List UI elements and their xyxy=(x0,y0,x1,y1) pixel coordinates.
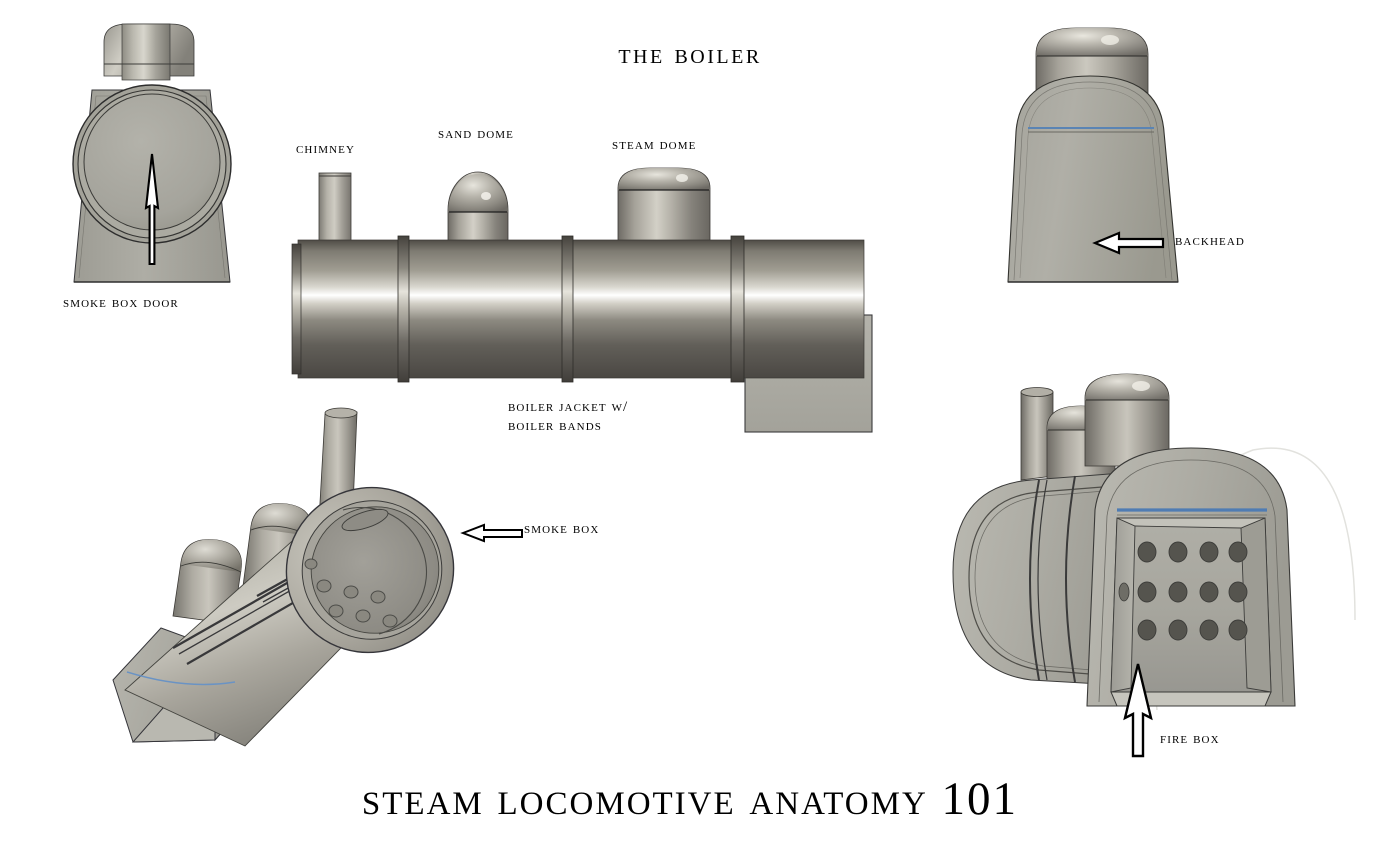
chimney-shape xyxy=(318,172,352,249)
label-boiler-jacket-line1: Boiler Jacket W/ xyxy=(508,399,629,415)
label-chimney: Chimney xyxy=(296,141,356,157)
view-iso-front xyxy=(95,390,515,780)
label-boiler-jacket: Boiler Jacket W/ Boiler Bands xyxy=(508,398,628,436)
fire-box-arrow-icon xyxy=(1120,662,1156,758)
smoke-box-door-arrow-icon xyxy=(144,153,160,266)
steam-dome-shape xyxy=(1084,373,1170,467)
page-subtitle: Steam Locomotive Anatomy 101 xyxy=(361,773,1019,825)
boiler-tubes-shape xyxy=(1118,541,1248,641)
sand-dome-shape xyxy=(447,171,509,249)
label-steam-dome: Steam Dome xyxy=(612,137,697,153)
label-boiler-jacket-line2: Boiler Bands xyxy=(508,418,602,435)
view-side-elevation xyxy=(290,160,890,440)
backhead-shape xyxy=(1007,75,1179,283)
label-fire-box: Fire Box xyxy=(1160,731,1220,747)
smoke-box-arrow-icon xyxy=(460,522,524,544)
chimney-shape xyxy=(1020,387,1054,481)
backhead-arrow-icon xyxy=(1092,231,1165,255)
boiler-barrel-shape xyxy=(291,239,865,379)
boiler-bands-shape xyxy=(397,235,745,383)
page-title: The Boiler xyxy=(618,38,762,70)
label-backhead: Backhead xyxy=(1175,233,1245,249)
label-smoke-box: Smoke Box xyxy=(524,521,600,537)
view-iso-rear xyxy=(935,370,1356,730)
label-smoke-box-door: Smoke Box Door xyxy=(63,295,179,311)
label-sand-dome: Sand Dome xyxy=(438,126,514,142)
tube-sheet-shape xyxy=(304,558,398,628)
steam-dome-shape xyxy=(617,167,711,249)
chimney-shape xyxy=(103,23,195,81)
view-front-elevation xyxy=(52,12,272,292)
view-rear-elevation xyxy=(998,14,1213,294)
